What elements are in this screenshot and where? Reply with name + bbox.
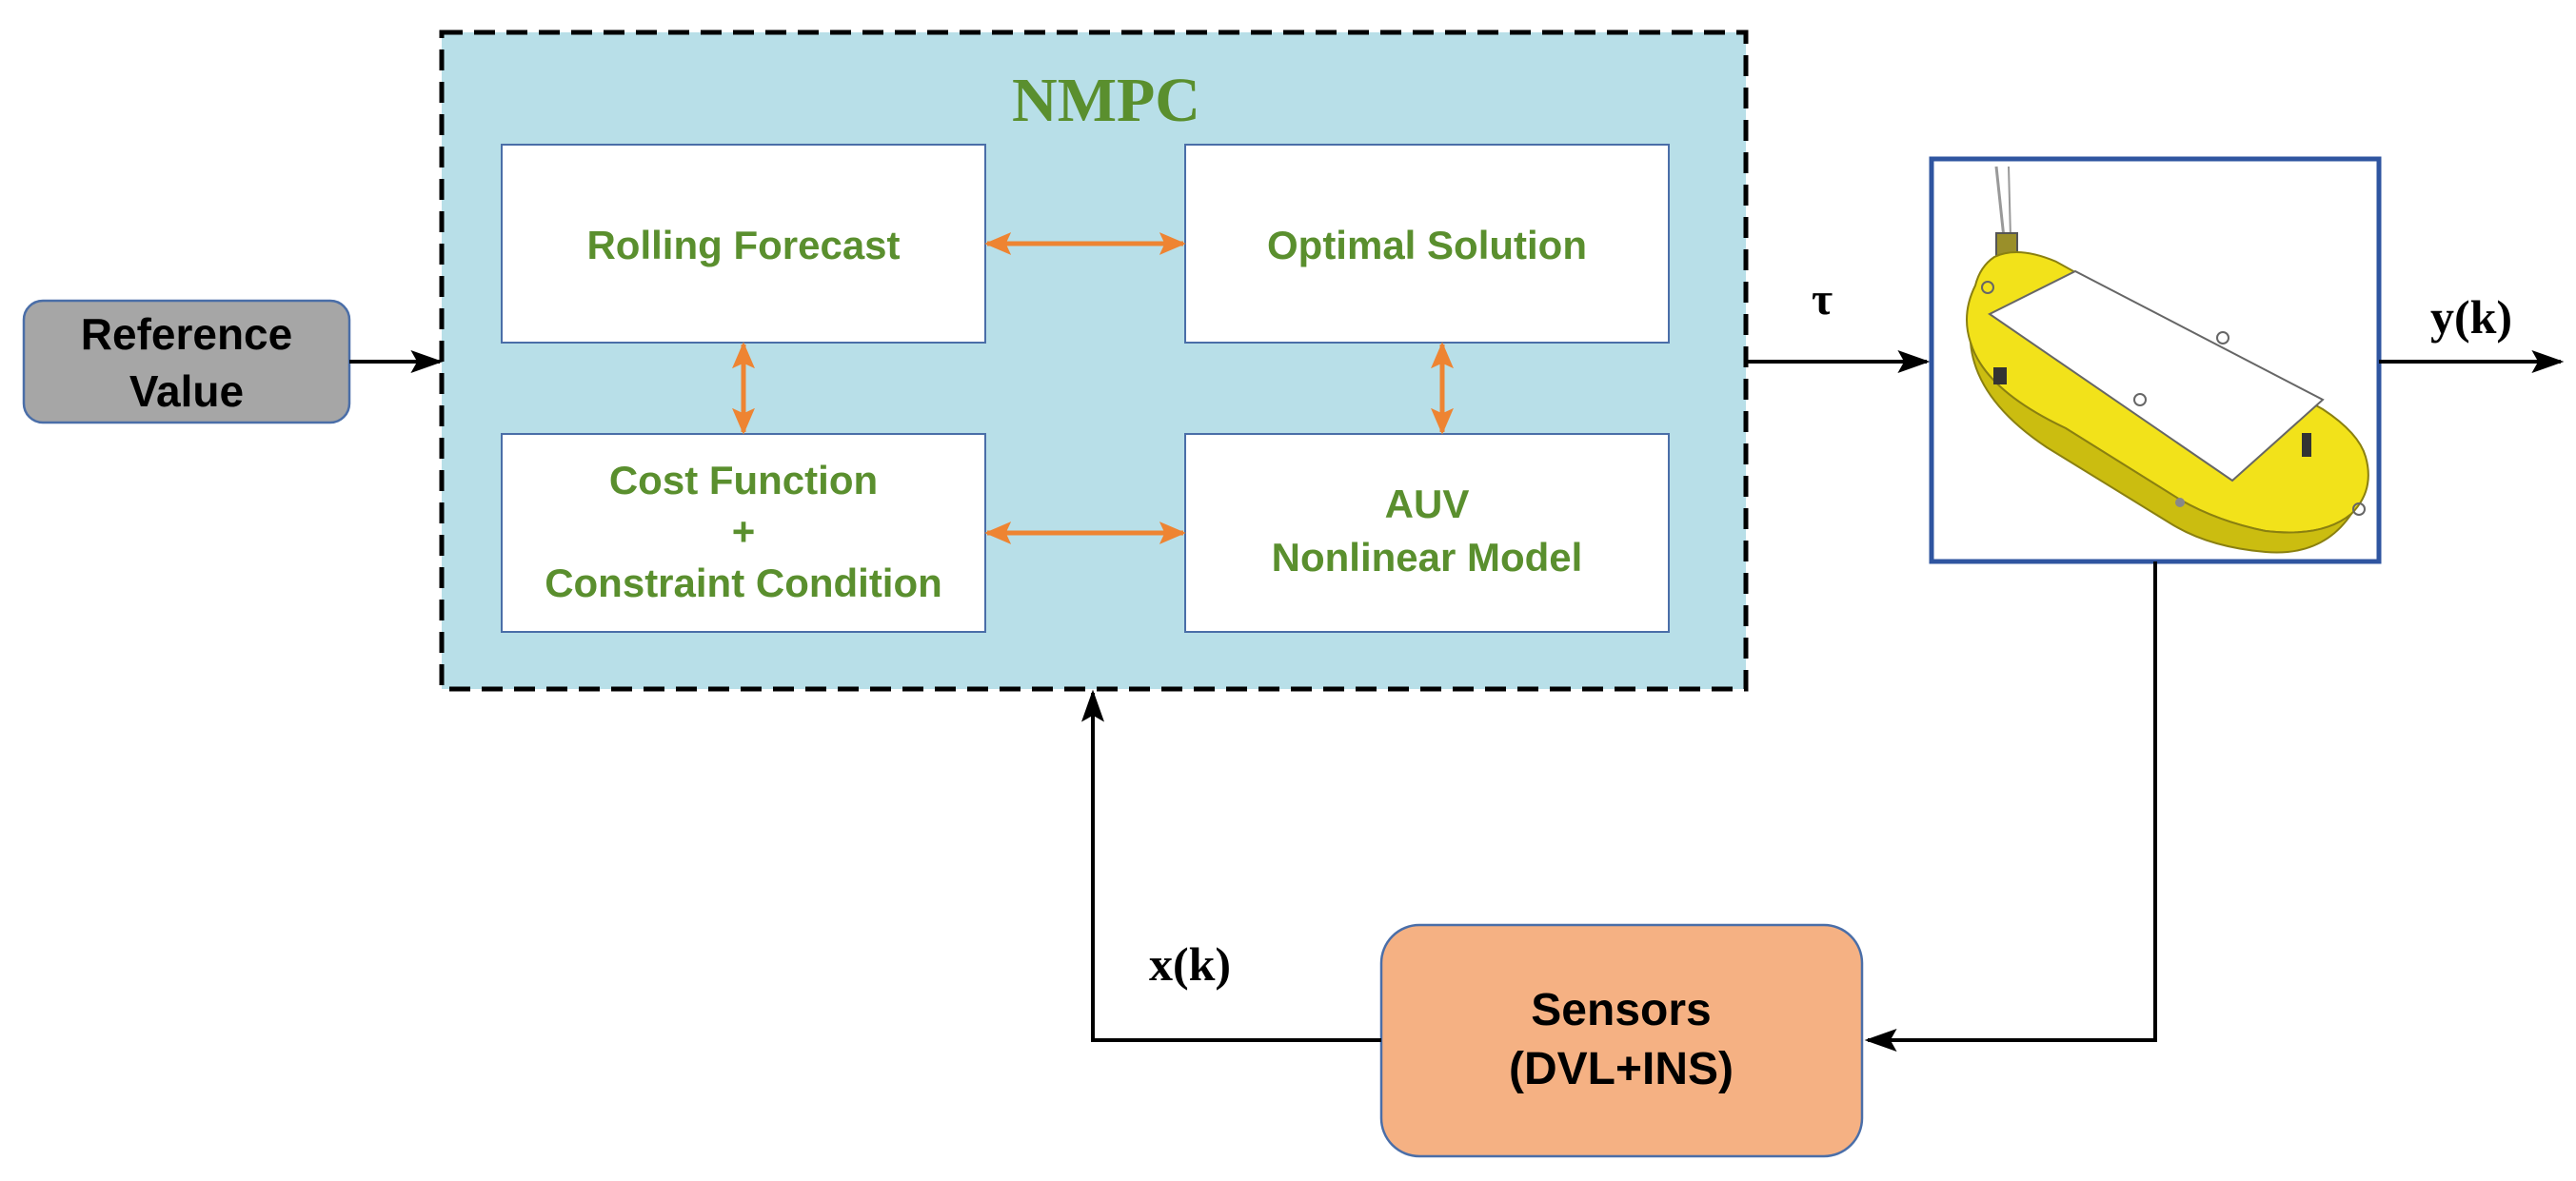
arrow-sensors-to-nmpc bbox=[1081, 689, 1381, 1042]
auv-model-line2: Nonlinear Model bbox=[1272, 535, 1583, 580]
tau-label: τ bbox=[1812, 274, 1833, 325]
output-label: y(k) bbox=[2430, 290, 2512, 344]
auv-model-box bbox=[1184, 433, 1670, 633]
cost-function-line3: Constraint Condition bbox=[545, 561, 942, 605]
cost-function-box bbox=[501, 433, 986, 633]
optimal-solution-label: Optimal Solution bbox=[1267, 223, 1587, 267]
rolling-forecast-box bbox=[501, 144, 986, 344]
cost-function-line2: + bbox=[732, 509, 756, 554]
sensors-line1: Sensors bbox=[1531, 985, 1711, 1035]
nmpc-title: NMPC bbox=[1012, 66, 1200, 135]
cost-function-line1: Cost Function bbox=[609, 458, 878, 502]
optimal-solution-box bbox=[1184, 144, 1670, 344]
arrow-plant-to-sensors bbox=[1864, 561, 2157, 1052]
rolling-forecast-label: Rolling Forecast bbox=[586, 223, 900, 267]
reference-line2: Value bbox=[129, 366, 244, 416]
sensors-box bbox=[1379, 923, 1864, 1158]
state-label: x(k) bbox=[1149, 937, 1231, 991]
auv-model-line1: AUV bbox=[1385, 482, 1470, 526]
reference-line1: Reference bbox=[81, 309, 292, 359]
auv-vehicle-image bbox=[1966, 166, 2369, 554]
sensors-line2: (DVL+INS) bbox=[1509, 1044, 1734, 1094]
